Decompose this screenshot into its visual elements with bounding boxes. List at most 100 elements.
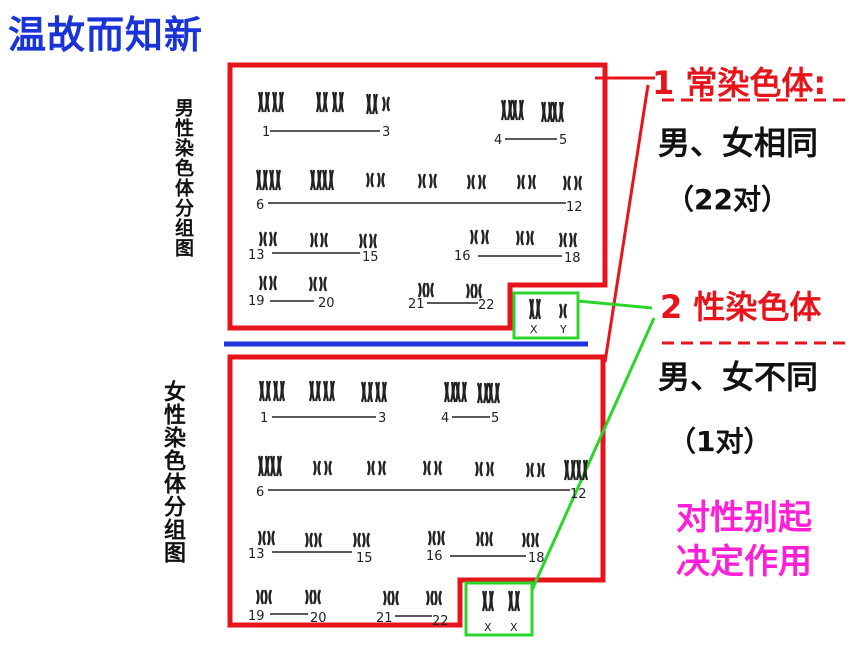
chromosome-number-label: 22 [478, 298, 495, 313]
chromosome-pair [536, 461, 546, 479]
chromosome-number-label: 18 [528, 551, 545, 566]
male-autosome-frame [227, 62, 608, 331]
chromosome-pair [530, 531, 540, 549]
chromosome-number-label: 12 [566, 200, 583, 215]
chromosome-pair [540, 100, 554, 124]
chromosome-number-label: 5 [491, 411, 499, 426]
chromosome-pair [309, 168, 323, 192]
female-chromosome-group-6-12: 6 12 [256, 454, 589, 502]
chromosome-pair [255, 168, 269, 192]
chromosome-pair [511, 98, 525, 122]
chromosome-pair [515, 229, 525, 247]
chromosome-pair [484, 530, 494, 548]
chromosome-pair [525, 461, 535, 479]
chromosome-pair [390, 589, 400, 607]
autosome-heading: 1 常染色体: [652, 64, 827, 102]
chromosome-pair [465, 282, 475, 300]
chromosome-pair [268, 274, 278, 292]
chromosome-pair [365, 171, 375, 189]
male-chromosome-group-4-5: 4 5 [494, 98, 567, 148]
chromosome-pair [255, 588, 265, 606]
chromosome-pair [436, 529, 446, 547]
autosome-diagonal [603, 84, 650, 363]
chromosome-pair [271, 90, 285, 114]
chromosome-pair [365, 92, 379, 116]
chromosome-pair [480, 228, 490, 246]
chromosome-pair [360, 380, 374, 404]
chromosome-pair [352, 531, 362, 549]
chromosome-pair [425, 589, 435, 607]
female-chromosome-group-1-3: 1 3 [258, 379, 388, 426]
chromosome-pair [257, 90, 271, 114]
female-chromosome-group-21-22: 21 22 [376, 589, 449, 629]
sex-label-x: X [484, 621, 492, 634]
chromosome-number-label: 21 [408, 297, 425, 312]
chromosome-pair [521, 531, 531, 549]
chromosome-number-label: 4 [441, 411, 449, 426]
y-chromosome [558, 302, 568, 320]
chromosome-number-label: 16 [454, 249, 471, 264]
female-sex-chromosomes: X X [481, 589, 521, 634]
chromosome-pair [551, 100, 565, 124]
chromosome-pair [304, 531, 314, 549]
chromosome-pair [422, 459, 432, 477]
chromosome-pair [381, 95, 391, 113]
group-label-end: 3 [382, 125, 390, 140]
male-sex-chromosome-box [512, 291, 580, 340]
chromosome-pair [308, 379, 322, 403]
chromosome-pair [376, 171, 386, 189]
chromosome-number-label: 16 [426, 549, 443, 564]
female-chromosome-group-4-5: 4 5 [441, 380, 501, 426]
sex-label-y: Y [559, 323, 567, 336]
chromosome-number-label: 20 [318, 296, 335, 311]
sex-label-x: X [530, 323, 538, 336]
chromosome-pair [313, 531, 323, 549]
chromosome-pair [312, 588, 322, 606]
chromosome-pair [425, 281, 435, 299]
chromosome-number-label: 21 [376, 611, 393, 626]
female-autosome-frame [227, 354, 606, 628]
chromosome-pair [476, 381, 490, 405]
sex-role-line2: 决定作用 [676, 542, 812, 582]
chromosome-pair [382, 589, 392, 607]
male-karyotype-label: 男性染色体分组图 [172, 98, 194, 258]
chromosome-pair [525, 229, 535, 247]
sex-role-line1: 对性别起 [676, 498, 812, 538]
x-chromosome [528, 297, 542, 321]
chromosome-pair [562, 174, 572, 192]
sex-label-x: X [510, 621, 518, 634]
chromosome-number-label: 6 [256, 485, 264, 500]
chromosome-pair [477, 173, 487, 191]
chromosome-pair [366, 459, 376, 477]
autosome-count: （22对） [666, 183, 789, 216]
chromosome-pair [474, 460, 484, 478]
chromosome-number-label: 4 [494, 133, 502, 148]
chromosome-pair [358, 232, 368, 250]
chromosome-pair [433, 459, 443, 477]
chromosome-pair [417, 281, 427, 299]
chromosome-number-label: 3 [378, 411, 386, 426]
chromosome-pair [331, 90, 345, 114]
chromosome-pair [257, 529, 267, 547]
male-chromosome-group-21-22: 21 22 [408, 281, 495, 313]
chromosome-pair [266, 529, 276, 547]
chromosome-pair [263, 588, 273, 606]
chromosome-pair [466, 173, 476, 191]
chromosome-pair [487, 381, 501, 405]
chromosome-number-label: 12 [570, 487, 587, 502]
male-sex-chromosomes: X Y [528, 297, 568, 336]
group-label-start: 1 [262, 125, 270, 140]
chromosome-pair [573, 174, 583, 192]
chromosome-pair [309, 231, 319, 249]
chromosome-pair [500, 98, 514, 122]
chromosome-pair [527, 173, 537, 191]
chromosome-pair [315, 90, 329, 114]
male-chromosome-group-19-20: 19 20 [248, 274, 335, 311]
sex-chromosome-count: （1对） [668, 425, 772, 458]
chromosome-pair [454, 380, 468, 404]
male-chromosome-group-6-12: 6 12 [255, 168, 583, 215]
female-sex-chromosome-box [464, 581, 534, 637]
male-chromosome-group-13-15: 13 15 [248, 230, 379, 265]
chromosome-pair [558, 231, 568, 249]
